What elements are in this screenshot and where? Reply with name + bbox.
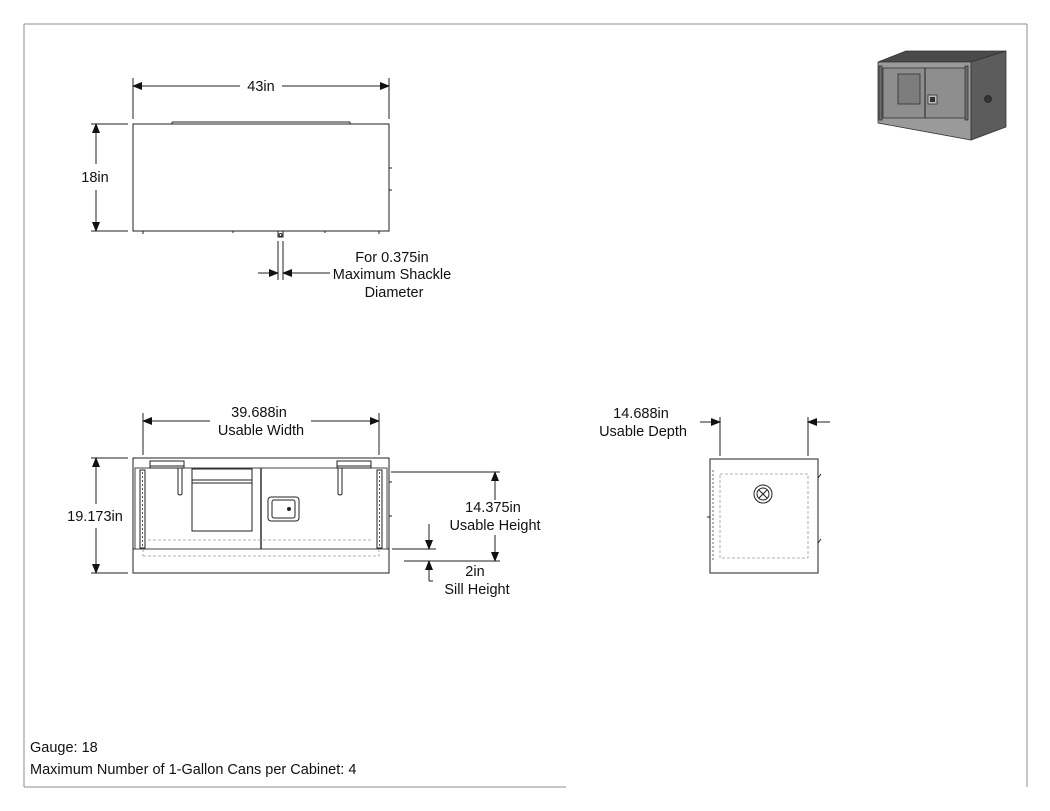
top-height-label: 18in — [81, 170, 108, 186]
dim-18in — [91, 123, 128, 232]
sill-height-value: 2in — [465, 564, 484, 580]
usable-width-label: 39.688in Usable Width — [218, 405, 304, 439]
right-top-bracket — [336, 460, 372, 467]
usable-depth-value: 14.688in — [613, 406, 669, 422]
shackle-note-line-1: For 0.375in — [355, 250, 428, 266]
iso-label-plate — [897, 73, 921, 105]
gauge-note: Gauge: 18 — [30, 740, 98, 756]
front-height-label: 19.173in — [67, 509, 123, 525]
front-view — [132, 457, 392, 574]
dim-shackle — [258, 241, 330, 280]
top-view-outline — [132, 123, 390, 232]
isometric-view — [877, 50, 1007, 141]
door-latch — [267, 496, 300, 522]
dim-front-height — [91, 457, 128, 574]
shackle-note: For 0.375in Maximum Shackle Diameter — [333, 250, 455, 301]
usable-width-caption: Usable Width — [218, 423, 304, 439]
left-top-bracket — [149, 460, 185, 467]
side-view — [707, 458, 822, 574]
top-width-label: 43in — [247, 79, 274, 95]
side-view-outline — [709, 458, 819, 574]
usable-height-label: 14.375in Usable Height — [449, 500, 540, 534]
sheet-border — [23, 23, 1028, 788]
usable-width-value: 39.688in — [231, 405, 287, 421]
dim-43in — [132, 78, 390, 119]
usable-depth-caption: Usable Depth — [599, 424, 687, 440]
dim-usable-height — [391, 471, 500, 562]
top-view — [132, 121, 392, 238]
hasp-hole — [278, 233, 283, 237]
vent-fitting — [753, 484, 773, 504]
front-hidden-lines — [142, 539, 380, 557]
usable-depth-label: 14.688in Usable Depth — [599, 406, 687, 440]
sill-height-caption: Sill Height — [444, 582, 509, 598]
side-hidden-cavity — [719, 473, 809, 559]
iso-vent — [984, 95, 992, 103]
dim-sill-height — [392, 524, 436, 582]
dim-usable-width — [142, 413, 380, 455]
shackle-note-line-2: Maximum Shackle — [333, 267, 451, 283]
dim-usable-depth — [700, 417, 830, 456]
max-cans-note: Maximum Number of 1-Gallon Cans per Cabi… — [30, 762, 357, 778]
label-plate — [191, 468, 253, 532]
usable-height-caption: Usable Height — [449, 518, 540, 534]
sill-height-label: 2in Sill Height — [444, 564, 509, 598]
usable-height-value: 14.375in — [465, 500, 521, 516]
shackle-note-line-3: Diameter — [365, 285, 424, 301]
